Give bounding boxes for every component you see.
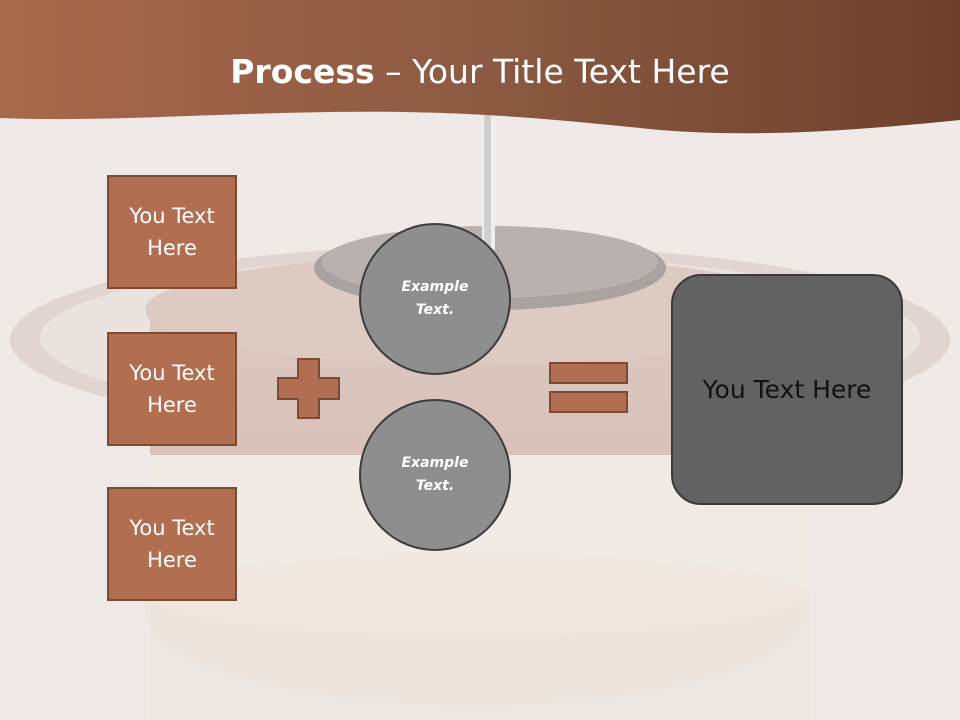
left-box-3: You Text Here	[107, 487, 237, 601]
title-rest: – Your Title Text Here	[374, 52, 730, 91]
left-box-2: You Text Here	[107, 332, 237, 446]
result-box: You Text Here	[671, 274, 903, 505]
left-box-1: You Text Here	[107, 175, 237, 289]
title-bold: Process	[230, 52, 375, 91]
equals-icon	[549, 362, 628, 413]
slide-title: Process – Your Title Text Here	[0, 52, 960, 91]
example-circle-1: Example Text.	[359, 223, 511, 375]
plus-icon	[277, 358, 340, 419]
example-circle-2: Example Text.	[359, 399, 511, 551]
